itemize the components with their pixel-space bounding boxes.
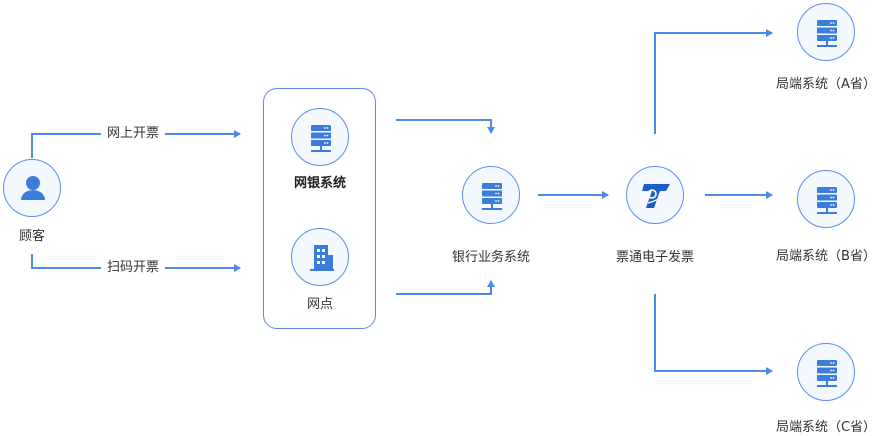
customer-node[interactable]	[3, 159, 61, 217]
user-icon	[21, 176, 45, 200]
edge-label-online-invoice: 网上开票	[100, 126, 166, 142]
server-icon	[817, 187, 837, 214]
bank-system-label: 银行业务系统	[451, 250, 531, 265]
server-icon	[482, 183, 502, 210]
local-a-label: 局端系统（A省）	[776, 77, 876, 92]
branch-label: 网点	[306, 297, 334, 312]
local-c-label: 局端系统（C省）	[775, 420, 877, 435]
edge-piaotong-a	[654, 29, 773, 134]
online-bank-label: 网银系统	[293, 176, 347, 191]
edge-customer-online	[31, 130, 241, 158]
piaotong-label: 票通电子发票	[615, 250, 695, 265]
piaotong-node[interactable]	[626, 166, 684, 224]
branch-node[interactable]	[291, 228, 349, 286]
local-a-node[interactable]	[797, 3, 855, 61]
customer-label: 顾客	[18, 229, 46, 244]
ticket-logo-icon	[642, 184, 670, 208]
building-icon	[310, 245, 334, 271]
online-bank-node[interactable]	[291, 108, 349, 166]
bank-system-node[interactable]	[462, 166, 520, 224]
server-icon	[311, 125, 331, 152]
channel-group	[263, 88, 376, 329]
server-icon	[817, 20, 837, 47]
edge-online-bank	[396, 119, 495, 134]
local-b-node[interactable]	[797, 170, 855, 228]
edge-label-scan-invoice: 扫码开票	[100, 260, 166, 276]
edge-branch-bank	[396, 280, 495, 295]
edge-piaotong-c	[654, 294, 773, 375]
edge-customer-scan	[31, 254, 241, 272]
server-icon	[817, 360, 837, 387]
local-b-label: 局端系统（B省）	[776, 249, 876, 264]
local-c-node[interactable]	[797, 343, 855, 401]
